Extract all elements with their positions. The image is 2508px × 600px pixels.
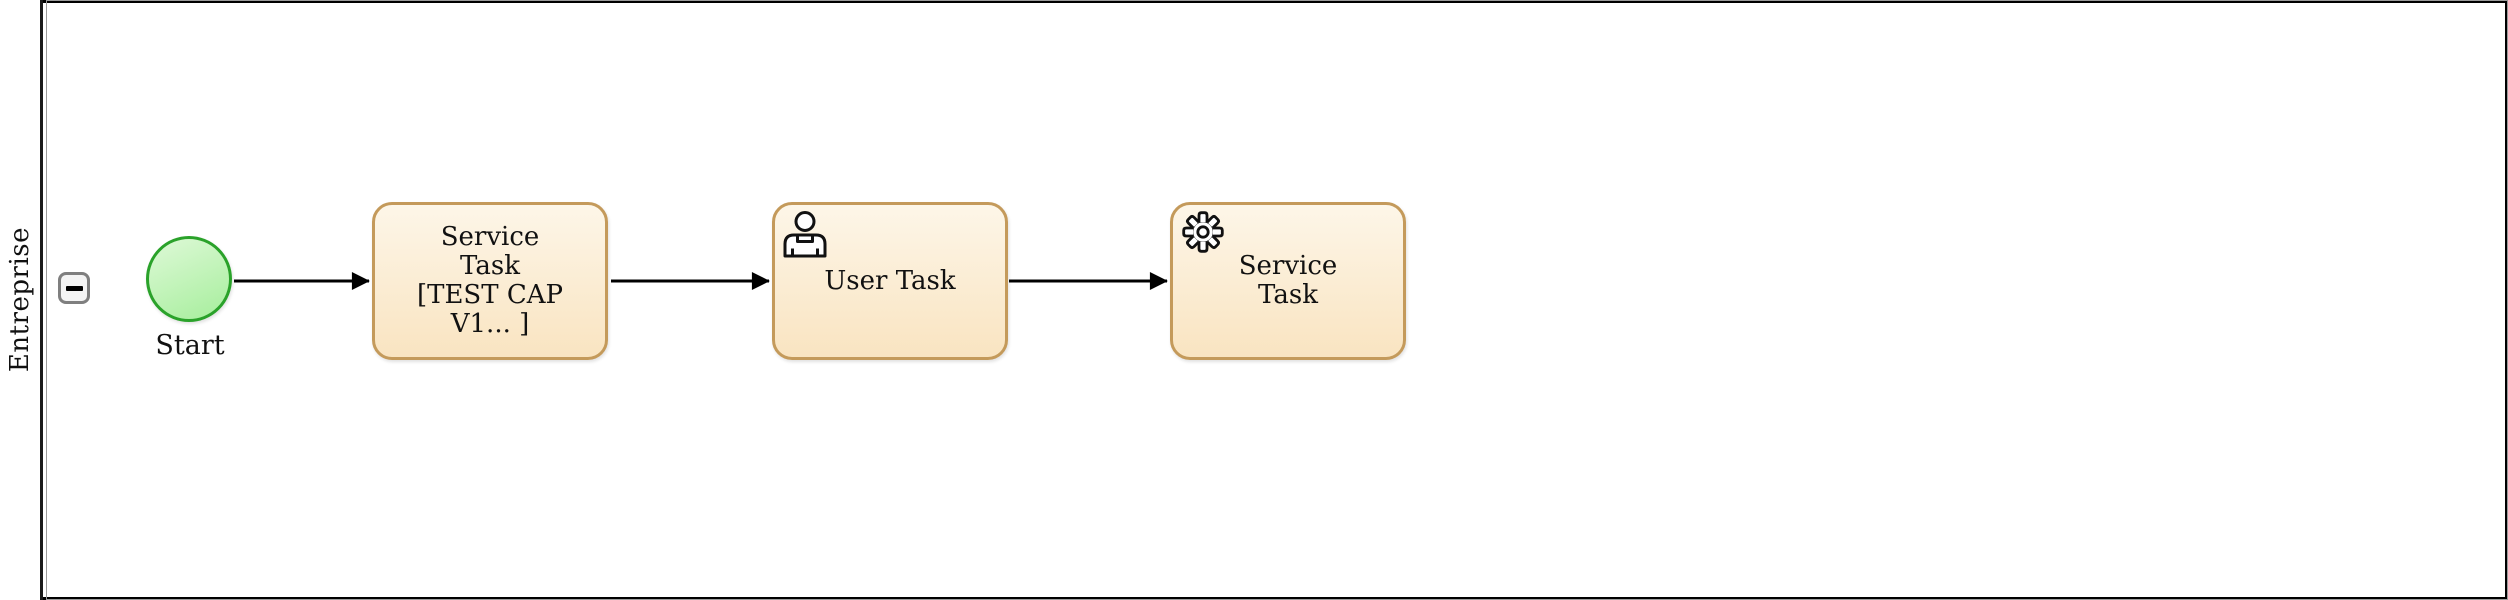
task-label-line: Service xyxy=(1238,251,1338,281)
task-service-2[interactable]: Service Task xyxy=(1170,202,1406,360)
task-label-line: V1... ] xyxy=(450,309,530,339)
start-event-label: Start xyxy=(155,330,225,361)
task-user[interactable]: User Task xyxy=(772,202,1008,360)
task-label-line: Task xyxy=(1258,280,1318,310)
lane-collapse-button[interactable] xyxy=(58,272,90,304)
task-service-1[interactable]: Service Task [TEST CAP V1... ] xyxy=(372,202,608,360)
task-label-line: User Task xyxy=(824,265,956,296)
task-label-line: [TEST CAP xyxy=(416,280,564,310)
task-label-line: Service xyxy=(440,222,540,252)
lane-label: Entreprise xyxy=(5,227,35,373)
lane-header: Entreprise xyxy=(0,0,43,600)
task-label-line: Task xyxy=(460,251,520,281)
minus-icon xyxy=(65,285,83,291)
gear-icon xyxy=(1182,211,1224,253)
start-event[interactable] xyxy=(146,236,232,322)
user-icon xyxy=(783,211,827,258)
